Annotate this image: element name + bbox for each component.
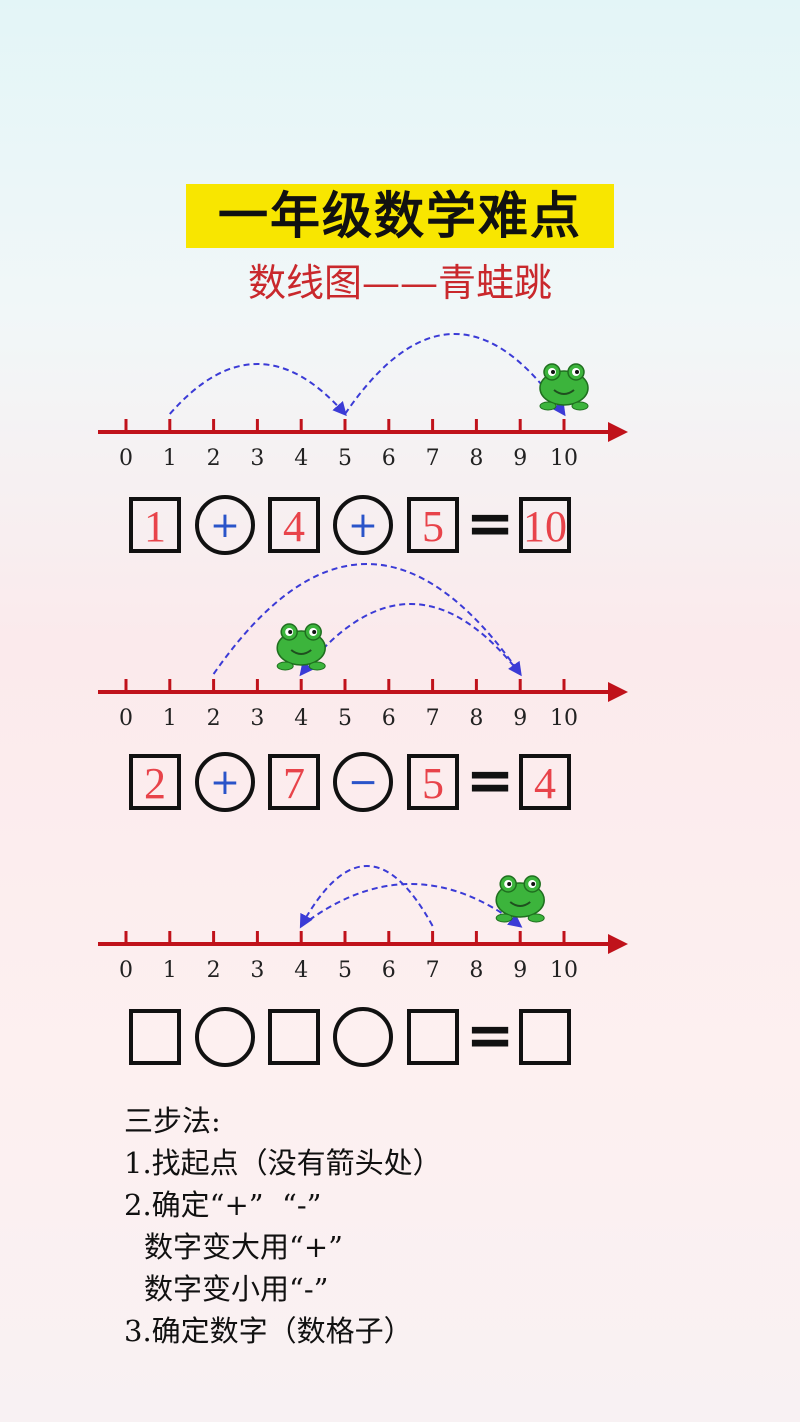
tick-label: 2	[207, 958, 221, 983]
tick-label: 6	[382, 446, 396, 471]
tick-label: 3	[250, 958, 264, 983]
tick-label: 6	[382, 958, 396, 983]
tick-label: 7	[426, 446, 440, 471]
tick-label: 1	[163, 958, 177, 983]
tick-label: 3	[250, 706, 264, 731]
jump-arrow	[344, 333, 566, 417]
number-box	[129, 1009, 181, 1065]
tick-label: 1	[163, 706, 177, 731]
number-box	[268, 1009, 320, 1065]
steps-heading: 三步法:	[124, 1104, 221, 1138]
step-2-decrease: 数字变小用“-”	[144, 1272, 329, 1306]
tick-label: 0	[119, 958, 133, 983]
diagram-3: 0 1 2 3 4 5 6 7 8 9 10 =	[98, 865, 628, 1069]
number-box	[129, 754, 181, 810]
frog-icon	[495, 875, 545, 923]
operator-symbol: +	[210, 762, 240, 803]
jump-arrow	[300, 883, 523, 928]
tick-label: 9	[513, 446, 527, 471]
tick-label: 9	[513, 706, 527, 731]
jump-arrow	[169, 363, 347, 417]
operator-symbol: +	[348, 505, 378, 546]
equals-sign: =	[466, 489, 515, 557]
tick-label: 4	[294, 446, 308, 471]
tick-label: 10	[550, 446, 578, 471]
number-value: 7	[283, 759, 305, 808]
frog-icon	[276, 623, 326, 671]
tick-label: 3	[250, 446, 264, 471]
operator-circle	[195, 495, 255, 555]
result-box	[519, 497, 571, 553]
tick-label: 2	[207, 706, 221, 731]
title-highlight	[186, 184, 614, 248]
tick-label: 8	[469, 446, 483, 471]
operator-circle	[333, 752, 393, 812]
tick-label: 5	[338, 706, 352, 731]
page-subtitle: 数线图——青蛙跳	[247, 261, 552, 305]
number-box	[129, 497, 181, 553]
result-box	[519, 754, 571, 810]
number-value: 2	[144, 759, 166, 808]
operator-symbol: +	[210, 505, 240, 546]
number-box	[407, 497, 459, 553]
tick-label: 9	[513, 958, 527, 983]
frog-icon	[539, 363, 589, 411]
tick-label: 7	[426, 958, 440, 983]
operator-circle	[195, 752, 255, 812]
tick-label: 1	[163, 446, 177, 471]
number-value: 5	[422, 502, 444, 551]
operator-circle	[333, 495, 393, 555]
operator-circle	[333, 1007, 393, 1067]
tick-label: 4	[294, 958, 308, 983]
equation-2: 2 +7 − 5 = 4	[129, 746, 571, 814]
operator-circle	[195, 1007, 255, 1067]
number-box	[268, 497, 320, 553]
equals-sign: =	[466, 746, 515, 814]
result-value: 10	[523, 502, 567, 551]
tick-label: 0	[119, 446, 133, 471]
jump-arrow	[299, 603, 521, 677]
three-step-method: 三步法: 1.找起点（没有箭头处） 2.确定“+” “-” 数字变大用“+” 数…	[124, 1100, 724, 1352]
number-box	[407, 1009, 459, 1065]
tick-label: 6	[382, 706, 396, 731]
number-box	[268, 754, 320, 810]
number-value: 1	[144, 502, 166, 551]
result-box	[519, 1009, 571, 1065]
step-1: 1.找起点（没有箭头处）	[124, 1146, 442, 1180]
tick-label: 8	[469, 706, 483, 731]
operator-symbol: −	[348, 762, 378, 803]
tick-label: 2	[207, 446, 221, 471]
tick-label: 4	[294, 706, 308, 731]
jump-arrow	[212, 563, 522, 677]
tick-label: 10	[550, 958, 578, 983]
step-2-increase: 数字变大用“+”	[144, 1230, 343, 1264]
diagram-2: 0 1 2 3 4 5 6 7 8 9 10 2 +7 − 5 = 4	[98, 563, 628, 814]
jump-arrow	[299, 865, 434, 929]
page-title: 一年级数学难点	[218, 186, 582, 245]
tick-label: 5	[338, 958, 352, 983]
tick-label: 5	[338, 446, 352, 471]
number-value: 4	[283, 502, 305, 551]
result-value: 4	[534, 759, 556, 808]
tick-label: 8	[469, 958, 483, 983]
tick-label: 0	[119, 706, 133, 731]
step-2: 2.确定“+” “-”	[124, 1188, 322, 1222]
tick-label: 7	[426, 706, 440, 731]
tick-label: 10	[550, 706, 578, 731]
step-3: 3.确定数字（数格子）	[124, 1314, 413, 1348]
equation-1: 1 +4 +5 =10	[129, 489, 571, 557]
number-value: 5	[422, 759, 444, 808]
equals-sign: =	[466, 1001, 515, 1069]
equation-3: =	[129, 1001, 571, 1069]
number-box	[407, 754, 459, 810]
